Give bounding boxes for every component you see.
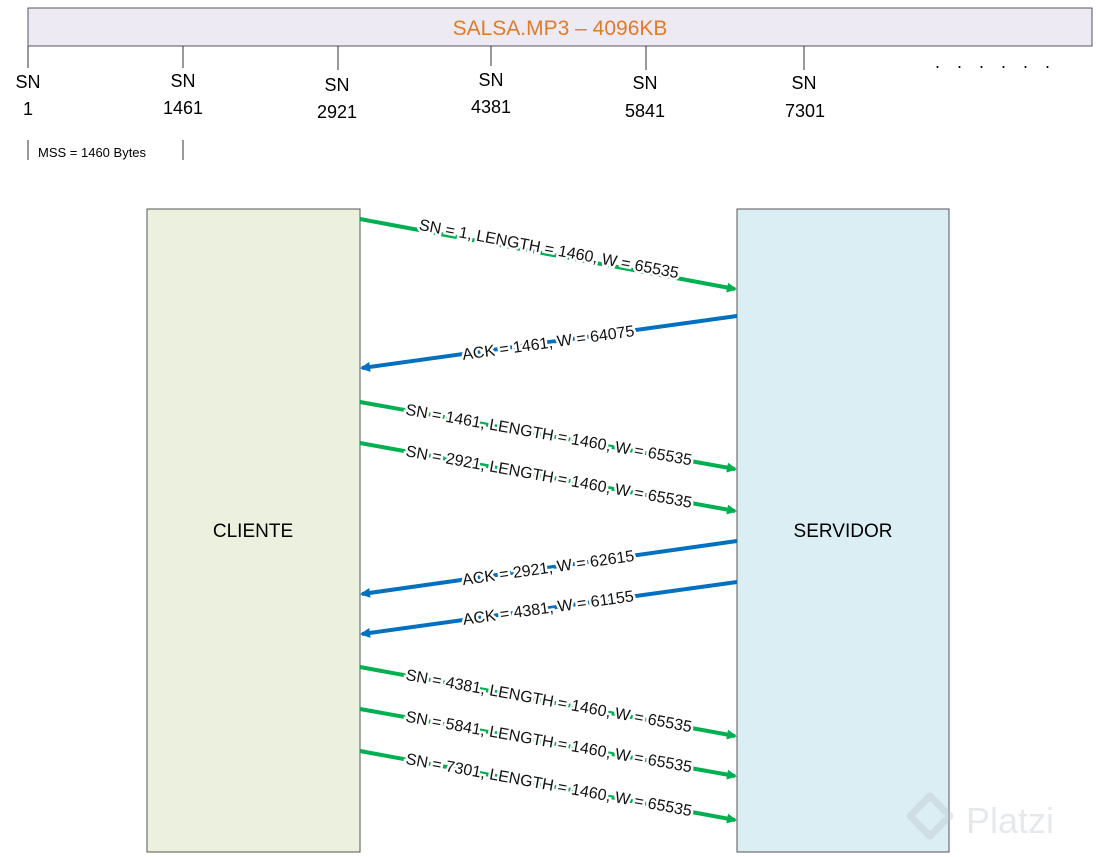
client-box xyxy=(146,208,361,853)
message-label: ACK = 1461, W = 64075 xyxy=(461,323,635,364)
server-label: SERVIDOR xyxy=(794,521,893,542)
sequence-marker-value: 4381 xyxy=(471,97,511,117)
sequence-marker: SN 7301 xyxy=(785,46,825,121)
file-bar: SALSA.MP3 – 4096KB xyxy=(27,7,1093,47)
server-box xyxy=(736,208,950,853)
sequence-marker-label: SN xyxy=(478,70,503,90)
platzi-logo-icon xyxy=(906,792,954,840)
sequence-marker-value: 1 xyxy=(23,99,33,119)
mss-bracket: MSS = 1460 Bytes xyxy=(27,140,184,160)
sequence-marker-label: SN xyxy=(170,71,195,91)
sequence-marker-label: SN xyxy=(791,73,816,93)
sequence-marker-label: SN xyxy=(632,73,657,93)
message-label: ACK = 4381, W = 61155 xyxy=(462,588,635,629)
message-arrow: ACK = 2921, W = 62615 xyxy=(360,539,738,598)
message-arrow: ACK = 4381, W = 61155 xyxy=(360,580,738,638)
message-arrow: ACK = 1461, W = 64075 xyxy=(360,314,738,372)
file-bar-label: SALSA.MP3 – 4096KB xyxy=(453,17,668,40)
mss-label: MSS = 1460 Bytes xyxy=(38,145,147,160)
sequence-marker-value: 1461 xyxy=(163,98,203,118)
continuation-dots: . . . . . . xyxy=(935,52,1056,72)
sequence-markers: SN 1 SN 1461 SN 2921 SN 4381 SN 5841 SN … xyxy=(15,46,1056,122)
message-label: SN = 1, LENGTH = 1460, W = 65535 xyxy=(418,217,680,282)
sequence-marker: SN 1 xyxy=(15,46,41,119)
message-arrow: SN = 1, LENGTH = 1460, W = 65535 xyxy=(359,214,737,293)
client-label: CLIENTE xyxy=(213,521,293,542)
sequence-marker: SN 2921 xyxy=(317,46,357,122)
sequence-marker: SN 1461 xyxy=(163,46,203,118)
watermark-text: Platzi xyxy=(966,800,1054,841)
sequence-marker: SN 4381 xyxy=(471,46,511,117)
sequence-marker-value: 7301 xyxy=(785,101,825,121)
sequence-marker-label: SN xyxy=(324,75,349,95)
sequence-marker: SN 5841 xyxy=(625,46,665,121)
message-label: ACK = 2921, W = 62615 xyxy=(461,548,635,589)
sequence-marker-value: 2921 xyxy=(317,102,357,122)
sequence-marker-label: SN xyxy=(15,72,40,92)
platzi-watermark: Platzi xyxy=(906,792,1054,841)
sequence-marker-value: 5841 xyxy=(625,101,665,121)
